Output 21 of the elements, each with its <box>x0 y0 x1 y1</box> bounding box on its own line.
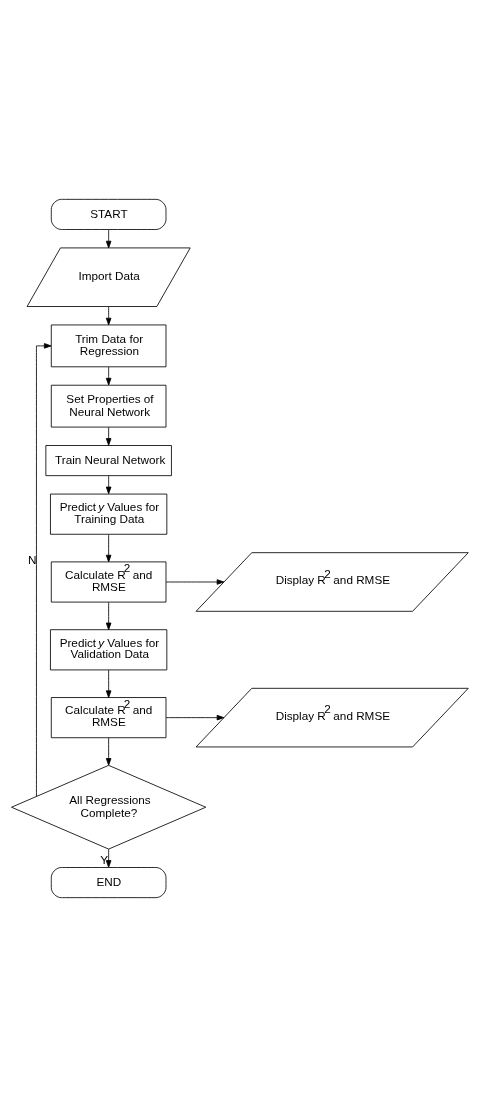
node-box: Set Properties of Neural Network <box>50 384 167 428</box>
arrow <box>105 669 112 698</box>
arrow <box>105 601 112 631</box>
arrow <box>105 366 112 386</box>
node-box: Trim Data for Regression <box>50 324 167 368</box>
arrow <box>105 229 112 249</box>
node-box: Train Neural Network <box>45 445 172 477</box>
node-box: START <box>50 198 167 230</box>
arrow <box>105 737 112 766</box>
arrow <box>105 426 112 446</box>
arrow <box>105 848 112 868</box>
edge-label: N <box>28 552 37 566</box>
arrow <box>165 714 225 721</box>
node-diamond: All Regressions Complete? <box>11 764 207 850</box>
arrow <box>36 343 52 797</box>
arrow <box>105 475 112 495</box>
arrow <box>165 579 225 585</box>
node-box: END <box>50 867 167 899</box>
arrow <box>105 306 112 326</box>
edge-label: Y <box>100 853 109 867</box>
arrow <box>105 534 112 563</box>
